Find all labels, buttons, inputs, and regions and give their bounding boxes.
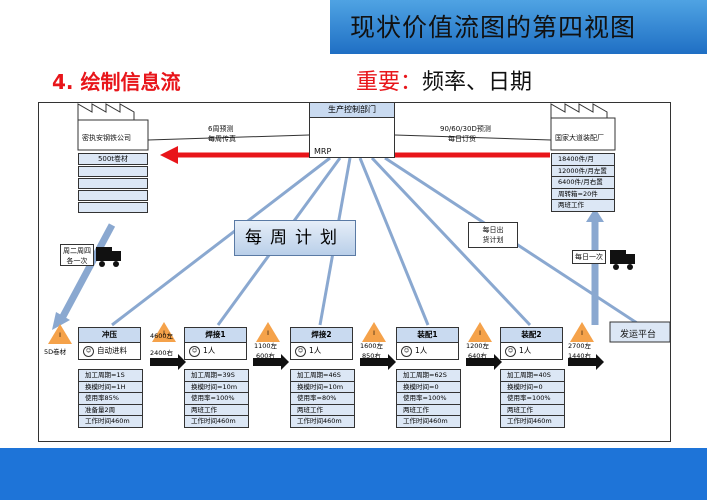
process-operator: 1人 bbox=[415, 346, 428, 355]
process-name: 装配2 bbox=[501, 328, 562, 343]
inventory-left: 1600左 bbox=[360, 342, 384, 350]
process-operator: 1人 bbox=[519, 346, 532, 355]
inventory-label: 5D卷材 bbox=[44, 348, 67, 356]
customer-data-row: 6400件/月右置 bbox=[552, 177, 614, 189]
process-name: 装配1 bbox=[397, 328, 458, 343]
daily-ship-schedule: 每日出 货计划 bbox=[468, 222, 518, 248]
process-name: 冲压 bbox=[79, 328, 140, 343]
step-heading: 4. 绘制信息流 bbox=[52, 70, 181, 94]
process-welding-1: 焊接1 ☺1人 bbox=[184, 327, 247, 360]
process-assembly-1: 装配1 ☺1人 bbox=[396, 327, 459, 360]
inventory-triangle-icon: I bbox=[468, 322, 492, 342]
operator-icon: ☺ bbox=[401, 346, 412, 357]
weekly-plan-box: 每周计划 bbox=[234, 220, 356, 256]
inventory-right: 600右 bbox=[256, 352, 275, 360]
inventory-triangle-icon: I bbox=[256, 322, 280, 342]
process-operator: 1人 bbox=[309, 346, 322, 355]
daily-ship-line-2: 货计划 bbox=[482, 236, 504, 244]
supplier-forecast-1: 6周预测 bbox=[208, 125, 234, 133]
inventory-left: 4600左 bbox=[150, 332, 174, 340]
inbound-truck-icon bbox=[96, 247, 121, 267]
customer-data-row: 周转箱=20件 bbox=[552, 189, 614, 200]
operator-icon: ☺ bbox=[189, 346, 200, 357]
customer-name: 国家大道装配厂 bbox=[555, 134, 604, 142]
customer-data: 18400件/月 12000件/月左置 6400件/月右置 周转箱=20件 两班… bbox=[551, 153, 615, 212]
customer-data-row: 18400件/月 bbox=[552, 154, 614, 166]
customer-forecast-line bbox=[394, 134, 552, 141]
customer-data-row: 两班工作 bbox=[558, 201, 584, 209]
info-line-4 bbox=[358, 157, 430, 326]
supplier-forecast-line bbox=[147, 134, 310, 141]
daily-ship-line-1: 每日出 bbox=[482, 226, 504, 234]
focus-value: 频率、日期 bbox=[422, 70, 533, 95]
customer-factory-icon bbox=[550, 103, 616, 151]
process-operator: 自动进料 bbox=[97, 346, 127, 355]
page-title: 现状价值流图的第四视图 bbox=[350, 13, 637, 42]
supplier-data-row bbox=[78, 178, 148, 189]
inventory-triangle-icon: I bbox=[48, 324, 72, 344]
process-name: 焊接2 bbox=[291, 328, 352, 343]
header-bar bbox=[330, 0, 707, 54]
process-operator: 1人 bbox=[203, 346, 216, 355]
inbound-delivery-line-1: 周二周四 bbox=[63, 247, 91, 255]
supplier-data-row bbox=[78, 190, 148, 201]
inventory-right: 1440右 bbox=[568, 352, 592, 360]
footer-bar bbox=[0, 448, 707, 500]
shipping-dock-label: 发运平台 bbox=[620, 330, 657, 340]
process-stamping: 冲压 ☺自动进料 bbox=[78, 327, 141, 360]
outbound-arrowhead bbox=[586, 208, 604, 222]
inventory-triangle-icon: I bbox=[570, 322, 594, 342]
process-assembly-2: 装配2 ☺1人 bbox=[500, 327, 563, 360]
operator-icon: ☺ bbox=[505, 346, 516, 357]
process-name: 焊接1 bbox=[185, 328, 246, 343]
supplier-data-row bbox=[78, 166, 148, 177]
inbound-delivery-label: 周二周四 各一次 bbox=[60, 244, 94, 266]
supplier-data-row bbox=[78, 202, 148, 213]
mrp-label: MRP bbox=[314, 147, 332, 156]
inventory-right: 640右 bbox=[468, 352, 487, 360]
production-control-box: 生产控制部门 bbox=[309, 102, 395, 158]
operator-icon: ☺ bbox=[295, 346, 306, 357]
inventory-right: 850右 bbox=[362, 352, 381, 360]
supplier-factory-icon bbox=[77, 103, 149, 151]
outbound-truck-icon bbox=[610, 250, 635, 270]
supplier-stock: 500t卷材 bbox=[78, 153, 148, 165]
inbound-arrow bbox=[56, 223, 116, 324]
inventory-left: 1200左 bbox=[466, 342, 490, 350]
customer-forecast-2: 每日订货 bbox=[448, 135, 476, 143]
inbound-delivery-line-2: 各一次 bbox=[66, 257, 88, 265]
push-arrows bbox=[150, 354, 604, 370]
supplier-name: 密执安钢铁公司 bbox=[82, 134, 131, 142]
customer-data-row: 12000件/月左置 bbox=[552, 166, 614, 177]
outbound-delivery-label: 每日一次 bbox=[572, 250, 606, 264]
focus-note: 重要：频率、日期 bbox=[356, 64, 532, 96]
mrp-arrowhead bbox=[160, 146, 178, 164]
inventory-triangle-icon: I bbox=[152, 322, 176, 342]
focus-label: 重要： bbox=[356, 70, 423, 95]
inventory-left: 2700左 bbox=[568, 342, 592, 350]
info-line-1 bbox=[111, 156, 331, 327]
production-control-title: 生产控制部门 bbox=[310, 103, 394, 118]
inventory-left: 1100左 bbox=[254, 342, 278, 350]
operator-icon: ☺ bbox=[83, 346, 94, 357]
customer-forecast-1: 90/60/30D预测 bbox=[440, 125, 491, 133]
inventory-triangle-icon: I bbox=[362, 322, 386, 342]
supplier-forecast-2: 每周传真 bbox=[208, 135, 236, 143]
inventory-right: 2400右 bbox=[150, 349, 174, 357]
info-line-5 bbox=[370, 156, 532, 327]
process-welding-2: 焊接2 ☺1人 bbox=[290, 327, 353, 360]
shipping-dock-shape bbox=[609, 321, 671, 343]
